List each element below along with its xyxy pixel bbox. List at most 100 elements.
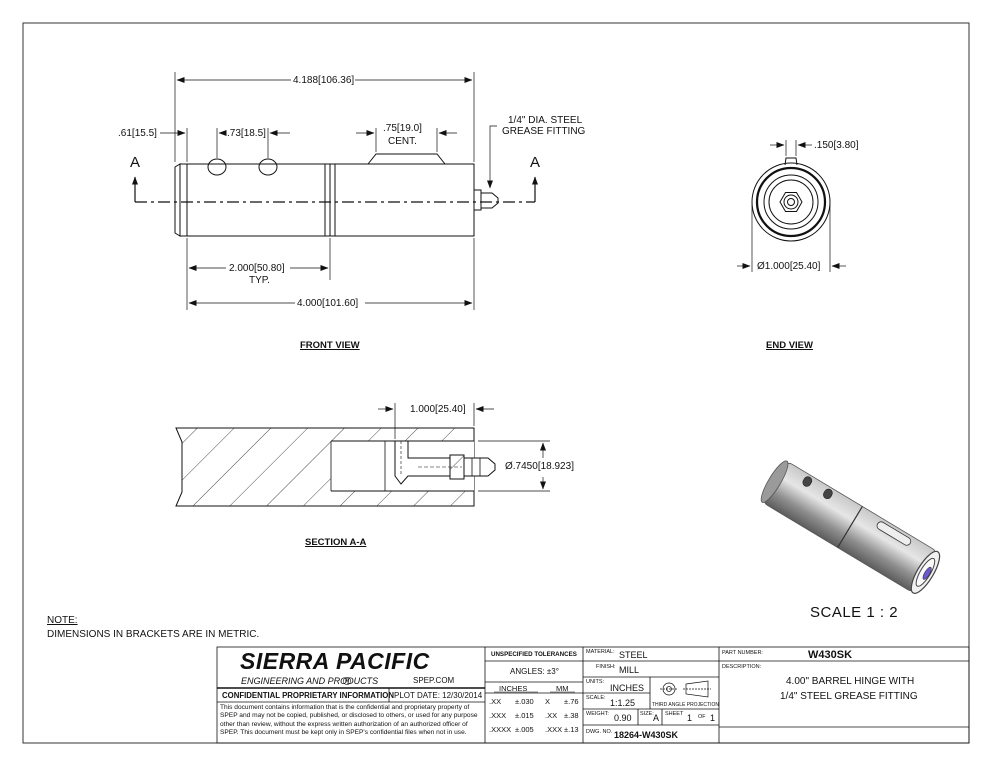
projection-label: THIRD ANGLE PROJECTION bbox=[652, 702, 719, 708]
tol-in-fmt: .XXXX bbox=[489, 725, 512, 734]
dim-metric: 50.80 bbox=[256, 263, 282, 274]
dim-value: 4.000 bbox=[297, 298, 323, 309]
material-label: MATERIAL: bbox=[586, 649, 615, 655]
dim-metric: 3.80 bbox=[836, 140, 856, 151]
company-name: SIERRA PACIFIC bbox=[240, 648, 430, 674]
dim-hole-spacing: .73[18.5] bbox=[227, 128, 266, 139]
isometric-render bbox=[760, 460, 941, 594]
sheet-value: 1 bbox=[687, 713, 693, 723]
section-line-a bbox=[132, 176, 538, 203]
registered-mark-icon bbox=[343, 677, 351, 685]
dwg-value: 18264-W430SK bbox=[614, 730, 679, 740]
tol-mm-fmt: .XXX bbox=[545, 725, 563, 734]
title-block-lines bbox=[216, 646, 970, 744]
tol-mm-val: ±.38 bbox=[564, 711, 579, 720]
registered-letter: R bbox=[345, 678, 349, 684]
dim-overall-top: 4.188[106.36] bbox=[293, 75, 355, 86]
tol-in-fmt: .XXX bbox=[489, 711, 507, 720]
finish-label: FINISH: bbox=[596, 664, 616, 670]
tol-in-val: ±.005 bbox=[515, 725, 534, 734]
dim-end-diameter: Ø1.000[25.40] bbox=[757, 261, 821, 272]
note-heading: NOTE: bbox=[47, 615, 78, 626]
website: SPEP.COM bbox=[413, 676, 455, 685]
dim-metric: 106.36 bbox=[320, 75, 352, 86]
dim-value: Ø1.000 bbox=[757, 261, 790, 272]
scale-label: SCALE: bbox=[586, 695, 606, 701]
tol-mm-val: ±.76 bbox=[564, 697, 579, 706]
dim-end-top: .150[3.80] bbox=[814, 140, 859, 151]
sheet-total: 1 bbox=[710, 713, 716, 723]
dim-value: .73 bbox=[227, 128, 241, 139]
weight-label: WEIGHT: bbox=[586, 711, 609, 717]
scale-value: 1:1.25 bbox=[610, 698, 636, 708]
section-view-dimensions bbox=[378, 403, 550, 492]
dim-metric: 15.5 bbox=[134, 128, 155, 139]
confidential-heading: CONFIDENTIAL PROPRIETARY INFORMATION bbox=[222, 691, 394, 700]
desc-line1: 4.00" BARREL HINGE WITH bbox=[786, 676, 915, 687]
dim-value: .75 bbox=[383, 123, 397, 134]
units-value: INCHES bbox=[610, 683, 645, 693]
dim-half-note: TYP. bbox=[249, 275, 270, 286]
fitting-note-line1: 1/4" DIA. STEEL bbox=[508, 115, 583, 126]
note-line: DIMENSIONS IN BRACKETS ARE IN METRIC. bbox=[47, 629, 260, 640]
weight-value: 0.90 bbox=[614, 713, 632, 723]
dim-metric: 18.5 bbox=[243, 128, 264, 139]
dim-metric: 19.0 bbox=[399, 123, 420, 134]
dim-slot-width: .75[19.0] bbox=[383, 123, 422, 134]
part-value: W430SK bbox=[808, 649, 853, 661]
end-view-dimensions bbox=[737, 140, 846, 272]
dim-left-offset: .61[15.5] bbox=[118, 128, 157, 139]
desc-line2: 1/4" STEEL GREASE FITTING bbox=[780, 691, 918, 702]
section-marker-right: A bbox=[530, 154, 541, 171]
dim-value: Ø.7450 bbox=[505, 461, 538, 472]
end-view-title: END VIEW bbox=[766, 340, 813, 351]
col-inches: INCHES bbox=[499, 684, 528, 693]
dim-metric: 101.60 bbox=[324, 298, 356, 309]
dim-section-diameter: Ø.7450[18.923] bbox=[505, 461, 574, 472]
section-view-title: SECTION A-A bbox=[305, 537, 367, 548]
size-label: SIZE: bbox=[640, 711, 654, 717]
front-view-title: FRONT VIEW bbox=[300, 340, 360, 351]
angles-tolerance: ANGLES: ±3° bbox=[510, 667, 559, 676]
tol-mm-val: ±.13 bbox=[564, 725, 579, 734]
dwg-label: DWG. NO. bbox=[586, 729, 613, 735]
tol-mm-fmt: X bbox=[545, 697, 551, 706]
confidential-text: This document contains information that … bbox=[220, 704, 478, 737]
dim-metric: 25.40 bbox=[792, 261, 818, 272]
tol-in-fmt: .XX bbox=[489, 697, 502, 706]
dim-value: 1.000 bbox=[410, 404, 436, 415]
dim-value: .61 bbox=[118, 128, 132, 139]
dim-metric: 25.40 bbox=[437, 404, 463, 415]
tol-in-val: ±.030 bbox=[515, 697, 534, 706]
sheet-label: SHEET bbox=[665, 711, 684, 717]
dim-overall-bottom: 4.000[101.60] bbox=[297, 298, 359, 309]
dim-value: 4.188 bbox=[293, 75, 319, 86]
dim-value: .150 bbox=[814, 140, 834, 151]
tol-in-val: ±.015 bbox=[515, 711, 534, 720]
dim-slot-note: CENT. bbox=[388, 136, 417, 147]
iso-scale-label: SCALE 1 : 2 bbox=[810, 604, 899, 621]
section-marker-left: A bbox=[130, 154, 141, 171]
dim-half-length: 2.000[50.80] bbox=[229, 263, 285, 274]
finish-value: MILL bbox=[619, 665, 640, 675]
units-label: UNITS: bbox=[586, 679, 605, 685]
plot-date: PLOT DATE: 12/30/2014 bbox=[394, 691, 483, 700]
desc-label: DESCRIPTION: bbox=[722, 664, 762, 670]
fitting-note-line2: GREASE FITTING bbox=[502, 126, 586, 137]
dim-value: 2.000 bbox=[229, 263, 255, 274]
dim-section-depth: 1.000[25.40] bbox=[410, 404, 466, 415]
tolerances-heading: UNSPECIFIED TOLERANCES bbox=[491, 651, 577, 658]
col-mm: MM bbox=[556, 684, 569, 693]
section-view-geometry bbox=[175, 427, 496, 507]
third-angle-projection-icon bbox=[660, 680, 711, 698]
of-label: OF bbox=[698, 714, 706, 720]
size-value: A bbox=[653, 713, 660, 723]
front-view-dimensions bbox=[160, 72, 497, 310]
end-view-geometry bbox=[751, 157, 831, 242]
front-view-geometry bbox=[174, 153, 499, 237]
part-label: PART NUMBER: bbox=[722, 650, 763, 656]
tol-mm-fmt: .XX bbox=[545, 711, 558, 720]
dim-metric: 18.923 bbox=[540, 461, 572, 472]
company-sub: ENGINEERING AND PRODUCTS bbox=[241, 676, 379, 686]
